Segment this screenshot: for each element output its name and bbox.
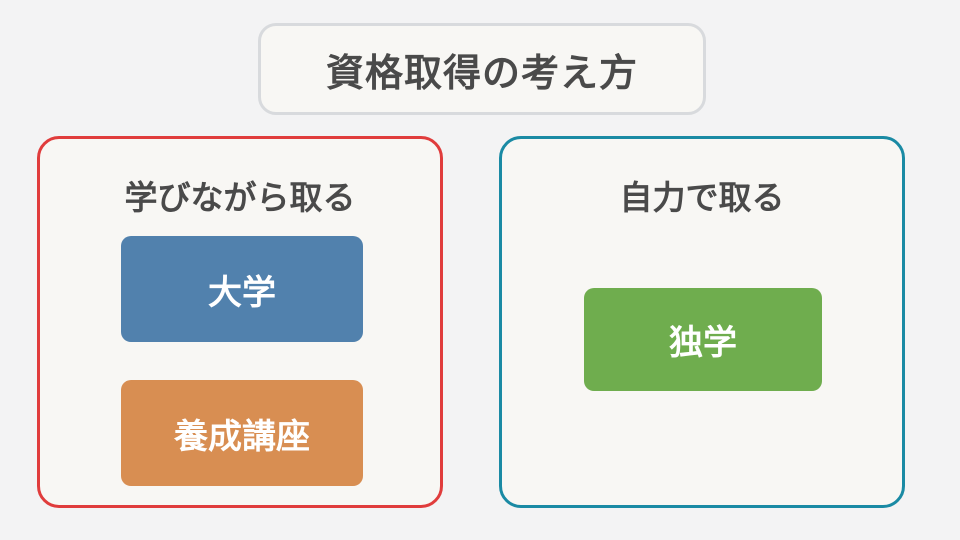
self-study-box: 独学 (584, 288, 822, 391)
panel-heading: 学びながら取る (124, 178, 356, 217)
panel-heading: 自力で取る (619, 178, 785, 217)
diagram-title: 資格取得の考え方 (258, 23, 706, 115)
self-obtaining-panel: 自力で取る 独学 (499, 136, 905, 508)
training-course-box: 養成講座 (121, 380, 363, 486)
learn-while-obtaining-panel: 学びながら取る 大学 養成講座 (37, 136, 443, 508)
university-box: 大学 (121, 236, 363, 342)
